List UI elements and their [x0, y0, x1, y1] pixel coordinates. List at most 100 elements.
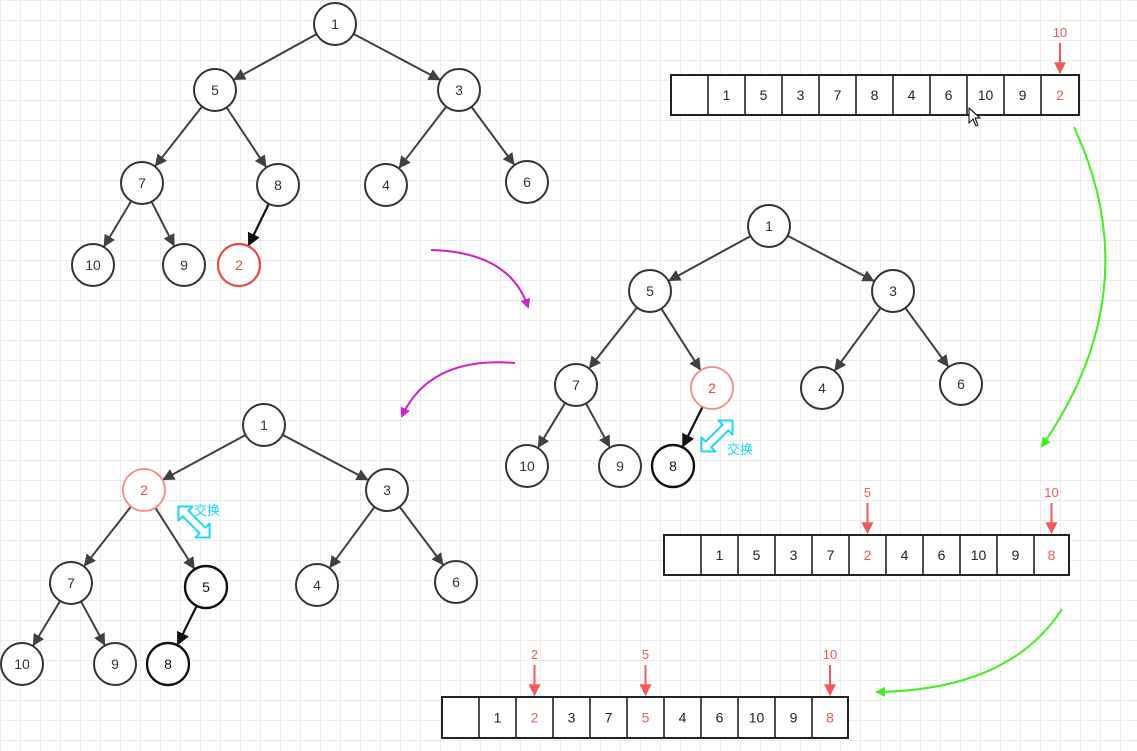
tree-edge	[154, 105, 203, 167]
tree-edge	[398, 106, 447, 169]
tree-node-3: 3	[365, 468, 409, 512]
array-cell-value: 3	[568, 710, 576, 726]
index-marker-label: 5	[864, 485, 871, 500]
array-cell-7: 6	[922, 535, 946, 575]
node-circle	[216, 242, 262, 288]
array-cell-5: 2	[848, 535, 872, 575]
tree-edge	[176, 605, 198, 646]
tree-node-5: 5	[193, 68, 237, 112]
array-cell-6: 4	[892, 75, 916, 115]
tree-node-3: 3	[871, 269, 915, 313]
node-circle	[122, 468, 166, 512]
node-circle	[183, 564, 229, 610]
array-frame	[663, 534, 1070, 576]
tree-node-8: 8	[650, 443, 696, 489]
tree-node-7: 7	[120, 161, 164, 205]
array-cell-value: 1	[494, 710, 502, 726]
node-circle	[598, 444, 642, 488]
node-circle	[162, 243, 206, 287]
array-cell-value: 4	[679, 710, 687, 726]
index-marker-label: 10	[1053, 25, 1067, 40]
node-label: 4	[818, 380, 826, 396]
array-cell-value: 3	[797, 87, 805, 103]
array-cell-7: 6	[929, 75, 953, 115]
tree-edges	[537, 234, 949, 449]
tree-edge	[681, 406, 704, 448]
array-cell-value: 8	[1048, 547, 1056, 563]
array-cell-4: 7	[818, 75, 842, 115]
index-marker-label: 10	[1044, 485, 1058, 500]
array-cell-value: 5	[760, 87, 768, 103]
array-cell-value: 7	[605, 710, 613, 726]
array-cell-1: 1	[707, 75, 731, 115]
array-cell-value: 2	[1056, 87, 1064, 103]
tree-node-7: 7	[554, 363, 598, 407]
tree-node-4: 4	[800, 366, 844, 410]
array-cell-4: 7	[811, 535, 835, 575]
array-cell-value: 7	[827, 547, 835, 563]
node-circle	[434, 560, 478, 604]
array-cell-8: 10	[959, 535, 986, 575]
array-cell-1: 1	[478, 697, 502, 738]
node-label: 4	[382, 177, 390, 193]
magenta-flow-arrow-2	[400, 361, 516, 418]
node-label: 5	[646, 283, 654, 299]
array-cell-9: 9	[996, 535, 1020, 575]
swap-label: 交换	[727, 442, 753, 458]
tree-node-5: 5	[183, 564, 229, 610]
node-circle	[800, 366, 844, 410]
node-circle	[939, 362, 983, 406]
tree-edge	[660, 308, 701, 371]
tree-edge	[834, 307, 882, 372]
array-cell-value: 5	[753, 547, 761, 563]
node-label: 1	[331, 16, 339, 32]
tree-edge	[398, 506, 444, 566]
tree-edge	[225, 106, 267, 168]
tree-edges	[32, 433, 444, 647]
node-circle	[49, 561, 93, 605]
magenta-flow-arrow-1	[430, 249, 531, 309]
array-cell-value: 8	[871, 87, 879, 103]
tree-node-1: 1	[747, 204, 791, 248]
node-label: 2	[708, 380, 716, 396]
node-circle	[747, 204, 791, 248]
array-cell-value: 10	[749, 710, 765, 726]
array-cell-value: 7	[834, 87, 842, 103]
node-circle	[71, 243, 115, 287]
tree-node-1: 1	[242, 403, 286, 447]
node-circle	[628, 269, 672, 313]
tree-node-4: 4	[364, 163, 408, 207]
node-circle	[364, 163, 408, 207]
array-frame	[441, 696, 849, 739]
tree-node-8: 8	[145, 641, 191, 687]
node-label: 7	[138, 175, 146, 191]
array-cell-2: 5	[744, 75, 768, 115]
array-cell-10: 8	[1033, 535, 1056, 575]
tree-node-4: 4	[295, 563, 339, 607]
array-cell-10: 8	[811, 697, 834, 738]
array-cell-3: 3	[774, 535, 798, 575]
node-circle	[295, 563, 339, 607]
array-cell-value: 6	[716, 710, 724, 726]
array-cell-value: 2	[531, 710, 539, 726]
tree-node-2: 2	[690, 366, 734, 410]
array-cell-value: 9	[1012, 547, 1020, 563]
node-circle	[256, 163, 300, 207]
tree-edge	[588, 306, 638, 369]
array-cell-value: 6	[938, 547, 946, 563]
double-arrow-icon	[700, 419, 734, 453]
node-label: 2	[235, 257, 243, 273]
array-cell-5: 8	[855, 75, 879, 115]
node-circle	[505, 160, 549, 204]
tree-edge	[233, 33, 318, 81]
node-label: 9	[111, 656, 119, 672]
array-cell-value: 4	[901, 547, 909, 563]
array-cell-value: 9	[790, 710, 798, 726]
array-cell-9: 9	[1003, 75, 1027, 115]
tree-edge	[80, 600, 106, 646]
index-marker-5: 5	[861, 485, 874, 535]
tree-edge	[537, 402, 566, 449]
